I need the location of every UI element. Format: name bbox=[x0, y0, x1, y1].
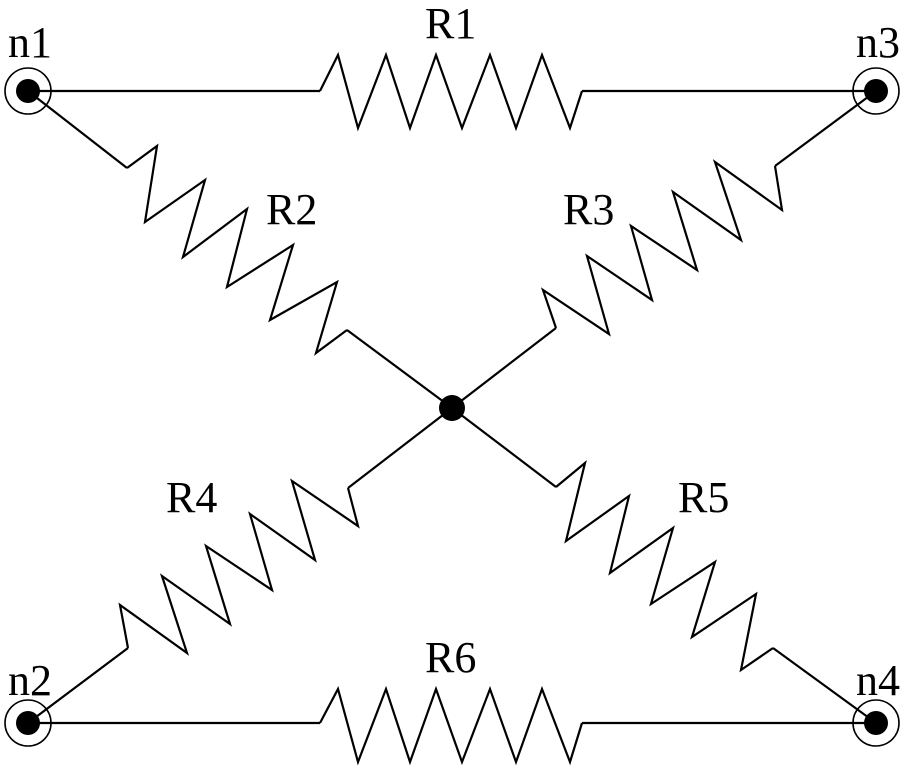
node-label-n3: n3 bbox=[856, 18, 900, 67]
resistor-r5 bbox=[451, 407, 877, 724]
wire-r2-center bbox=[346, 329, 453, 409]
wire-r4-center bbox=[347, 407, 453, 489]
wire-r5-center bbox=[451, 407, 557, 488]
resistor-label-r1: R1 bbox=[425, 0, 476, 48]
zigzag-r2 bbox=[126, 143, 348, 356]
resistor-r6 bbox=[28, 685, 876, 766]
resistor-label-r3: R3 bbox=[563, 185, 614, 234]
terminal-n2 bbox=[4, 699, 52, 747]
zigzag-r5 bbox=[555, 460, 774, 673]
zigzag-r3 bbox=[540, 159, 784, 337]
terminal-n2-ring bbox=[4, 699, 52, 747]
terminal-n2-dot bbox=[16, 711, 40, 735]
terminal-n1-dot bbox=[16, 79, 40, 103]
zigzag-r4 bbox=[118, 478, 360, 656]
terminal-n3-ring bbox=[852, 67, 900, 115]
wire-n4-r5 bbox=[772, 647, 877, 724]
resistor-label-r2: R2 bbox=[266, 185, 317, 234]
zigzag-r6 bbox=[319, 685, 584, 766]
wire-n3-r3 bbox=[774, 90, 877, 167]
terminal-n1 bbox=[4, 67, 52, 115]
wire-r3-center bbox=[451, 327, 557, 409]
resistor-r4 bbox=[27, 407, 453, 724]
zigzag-r1 bbox=[319, 51, 584, 132]
terminal-n4-dot bbox=[864, 711, 888, 735]
terminal-n4 bbox=[852, 699, 900, 747]
wire-n2-r4 bbox=[27, 647, 129, 724]
resistor-label-r4: R4 bbox=[166, 473, 217, 522]
terminal-n1-ring bbox=[4, 67, 52, 115]
center-junction-dot bbox=[439, 395, 465, 421]
resistor-r2 bbox=[27, 90, 453, 409]
resistor-label-r5: R5 bbox=[678, 473, 729, 522]
node-label-n2: n2 bbox=[8, 656, 52, 705]
terminal-n3-dot bbox=[864, 79, 888, 103]
terminal-n4-ring bbox=[852, 699, 900, 747]
resistor-r1 bbox=[28, 51, 876, 132]
node-label-n1: n1 bbox=[8, 18, 52, 67]
wire-n1-r2 bbox=[27, 90, 128, 169]
resistor-label-r6: R6 bbox=[425, 633, 476, 682]
node-label-n4: n4 bbox=[856, 656, 900, 705]
resistor-r3 bbox=[451, 90, 877, 409]
terminal-n3 bbox=[852, 67, 900, 115]
